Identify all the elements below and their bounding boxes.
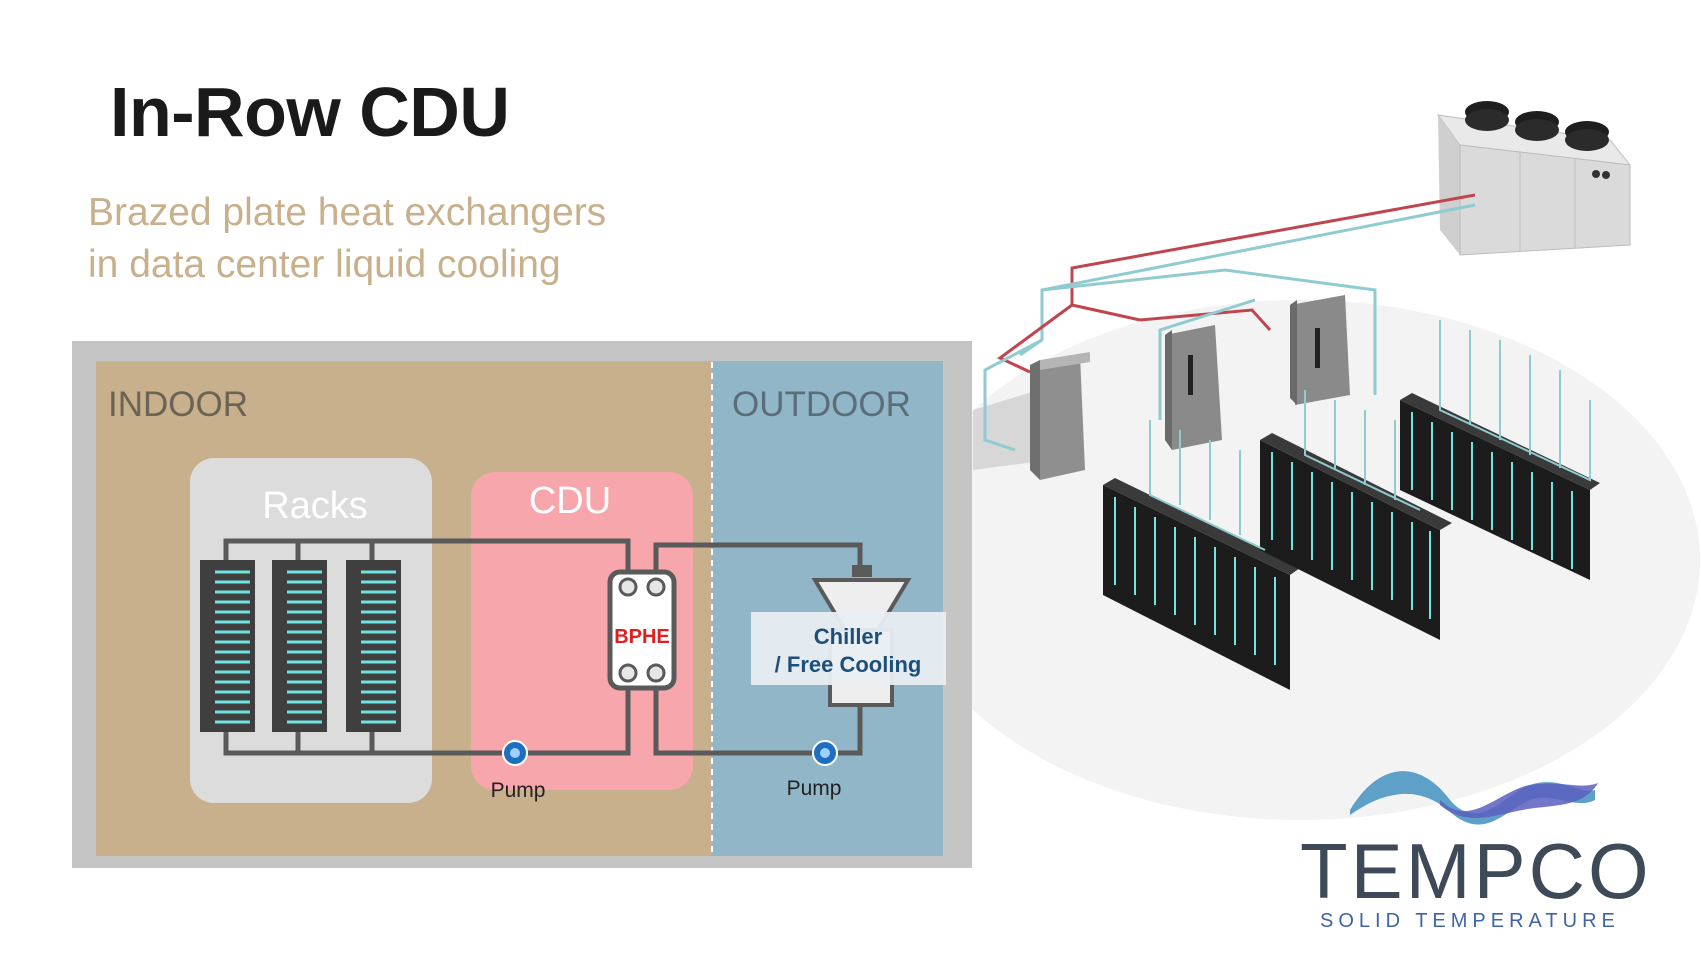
subtitle-line-2: in data center liquid cooling <box>88 243 561 286</box>
outdoor-zone <box>712 361 943 856</box>
tempco-wave-logo <box>1350 771 1598 825</box>
dry-cooler-unit <box>1436 101 1632 256</box>
pump-icon <box>812 740 838 766</box>
chiller-label-line-2: / Free Cooling <box>775 652 922 677</box>
cdu-cabinet <box>1165 325 1222 450</box>
schematic-panel: INDOOR OUTDOOR Racks CDU <box>72 341 972 868</box>
piping <box>983 193 1476 452</box>
chiller-label-line-1: Chiller <box>814 624 883 649</box>
server-row <box>1103 478 1300 690</box>
logo-wordmark: TEMPCO <box>1300 827 1652 915</box>
cdu-label: CDU <box>529 480 611 522</box>
page-title: In-Row CDU <box>110 73 510 151</box>
datacenter-illustration <box>900 101 1700 820</box>
bphe-exchanger <box>607 569 677 691</box>
bphe-label: BPHE <box>614 626 670 648</box>
rack-unit <box>272 560 327 732</box>
cdu-cabinet <box>1030 352 1090 480</box>
rack-unit <box>200 560 255 732</box>
pump-right-label: Pump <box>787 777 842 800</box>
logo-tagline: SOLID TEMPERATURE <box>1320 910 1620 932</box>
server-row <box>1400 393 1600 580</box>
pump-left-label: Pump <box>491 779 546 802</box>
rack-unit <box>346 560 401 732</box>
subtitle-line-1: Brazed plate heat exchangers <box>88 191 607 234</box>
pipe-loop <box>223 538 863 756</box>
cdu-box <box>471 472 693 790</box>
page-subtitle: Brazed plate heat exchangers in data cen… <box>88 187 606 291</box>
racks-label: Racks <box>262 485 368 527</box>
pump-icon <box>502 740 528 766</box>
cdu-cabinet <box>1290 295 1350 405</box>
outdoor-label: OUTDOOR <box>732 385 911 424</box>
indoor-label: INDOOR <box>108 385 248 424</box>
riser-pipes <box>1149 320 1591 551</box>
chiller-label-box <box>751 612 946 685</box>
